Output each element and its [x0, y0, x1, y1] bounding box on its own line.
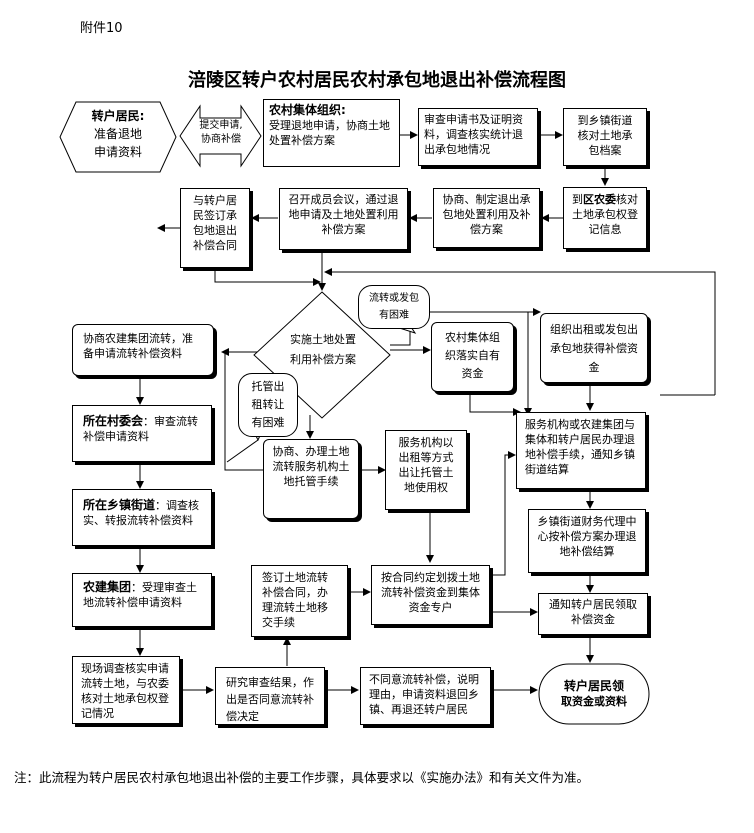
resident-start: 转户居民: 准备退地 申请资料	[70, 107, 166, 161]
node-service-transfer: 协商、办理土地流转服务机构土地托管手续	[263, 439, 359, 519]
bubble-transfer-line2: 有困难	[379, 310, 409, 321]
node-implement: 实施土地处置利用补偿方案	[290, 333, 356, 366]
bubble-trust-line3: 有困难	[251, 416, 285, 429]
submit-arrow-line1: 提交申请,	[199, 120, 243, 131]
node-coop-transfer: 协商农建集团流转，准备申请流转补偿资料	[72, 324, 214, 376]
bubble-transfer: 流转或发包 有困难	[358, 285, 430, 329]
node-district-bureau: 到区农委核对土地承包权登记信息	[563, 187, 647, 249]
bubble-transfer-line1: 流转或发包	[369, 293, 419, 304]
node-self-fund: 农村集体组织落实自有资金	[431, 322, 514, 392]
node-township-check: 到乡镇街道核对土地承包档案	[563, 108, 647, 166]
bubble-trust-line1: 托管出	[251, 380, 285, 393]
node-reject: 不同意流转补偿，说明理由，申请资料退回乡镇、再退还转户居民	[360, 667, 491, 725]
node-end-line2: 取资金或资料	[561, 695, 627, 708]
resident-start-line2: 申请资料	[93, 145, 142, 159]
arrow-allocate-sign	[490, 451, 516, 576]
node-lease-fund: 组织出租或发包出承包地获得补偿资金	[540, 313, 648, 383]
bubble-trust-line2: 租转让	[251, 398, 285, 411]
arrow-selffund-sign	[469, 393, 521, 416]
footnote: 注：此流程为转户居民农村承包地退出补偿的主要工作步骤，具体要求以《实施办法》和有…	[14, 770, 590, 785]
node-review-app: 审查申请书及证明资料，调查核实统计退出承包地情况	[418, 108, 538, 166]
node-village-text: ：审查流转补偿申请资料	[83, 415, 199, 443]
node-sign-transfer: 签订土地流转补偿合同，办理流转土地移交手续	[251, 565, 348, 637]
arrow-service-left	[224, 352, 263, 471]
node-end-line1: 转户居民领	[563, 679, 624, 693]
node-study-decision: 研究审查结果，作出是否同意流转补偿决定	[215, 667, 325, 725]
node-negotiate-plan: 协商、制定退出承包地处置利用及补偿方案	[433, 188, 540, 248]
bubble-trust: 托管出 租转让 有困难	[238, 373, 298, 437]
node-district-bold: 区农委	[583, 193, 616, 206]
end-ellipse	[538, 663, 650, 725]
node-village-bold: 所在村委会	[83, 414, 144, 428]
node-member-meeting: 召开成员会议，通过退地申请及土地处置利用补偿方案	[279, 188, 408, 250]
arrow-loop-top	[324, 268, 716, 395]
node-service-lease: 服务机构以出租等方式出让托管土地使用权	[385, 430, 467, 510]
node-field-survey: 现场调查核实申请流转土地，与农委核对土地承包权登记情况	[72, 656, 180, 724]
node-district-suffix: 核对土地承包权登记信息	[572, 193, 638, 236]
page-title: 涪陵区转户农村居民农村承包地退出补偿流程图	[188, 70, 566, 91]
node-sign-contract: 与转户居民签订承包地退出补偿合同	[180, 188, 250, 268]
submit-arrow-shape	[179, 104, 262, 168]
node-district-prefix: 到	[572, 193, 583, 206]
node-notify-resident: 通知转户居民领取补偿资金	[538, 593, 648, 635]
node-township-bold: 所在乡镇街道	[83, 498, 156, 512]
node-township-verify: 所在乡镇街道：调查核实、转报流转补偿资料	[72, 489, 212, 546]
node-agri-bold: 农建集团	[83, 580, 132, 594]
arrow-sign-implement	[214, 270, 321, 286]
node-allocate-fund: 按合同约定划拨土地流转补偿资金到集体资金专户	[371, 565, 490, 625]
node-sign-procedure: 服务机构或农建集团与集体和转户居民办理退地补偿手续，通知乡镇街道结算	[516, 412, 646, 489]
annex-label: 附件10	[80, 21, 123, 36]
node-collective-text: 受理退地申请，协商土地处置补偿方案	[269, 119, 390, 147]
resident-start-line1: 准备退地	[93, 127, 142, 141]
submit-arrow-line2: 协商补偿	[201, 134, 241, 145]
resident-start-hexagon	[59, 101, 177, 173]
node-collective-title: 农村集体组织:	[269, 103, 346, 117]
node-agri-text: ：受理审查土地流转补偿申请资料	[83, 581, 198, 609]
resident-start-title: 转户居民:	[91, 109, 145, 123]
submit-arrow-text: 提交申请, 协商补偿	[192, 119, 250, 147]
node-collective: 农村集体组织: 受理退地申请，协商土地处置补偿方案	[263, 99, 400, 167]
node-village-review: 所在村委会：审查流转补偿申请资料	[72, 405, 212, 462]
node-township-text: ：调查核实、转报流转补偿资料	[83, 499, 200, 527]
node-agri-group: 农建集团：受理审查土地流转补偿申请资料	[72, 573, 212, 627]
node-finance-settle: 乡镇街道财务代理中心按补偿方案办理退地补偿结算	[528, 509, 646, 573]
node-end: 转户居民领 取资金或资料	[546, 678, 642, 710]
